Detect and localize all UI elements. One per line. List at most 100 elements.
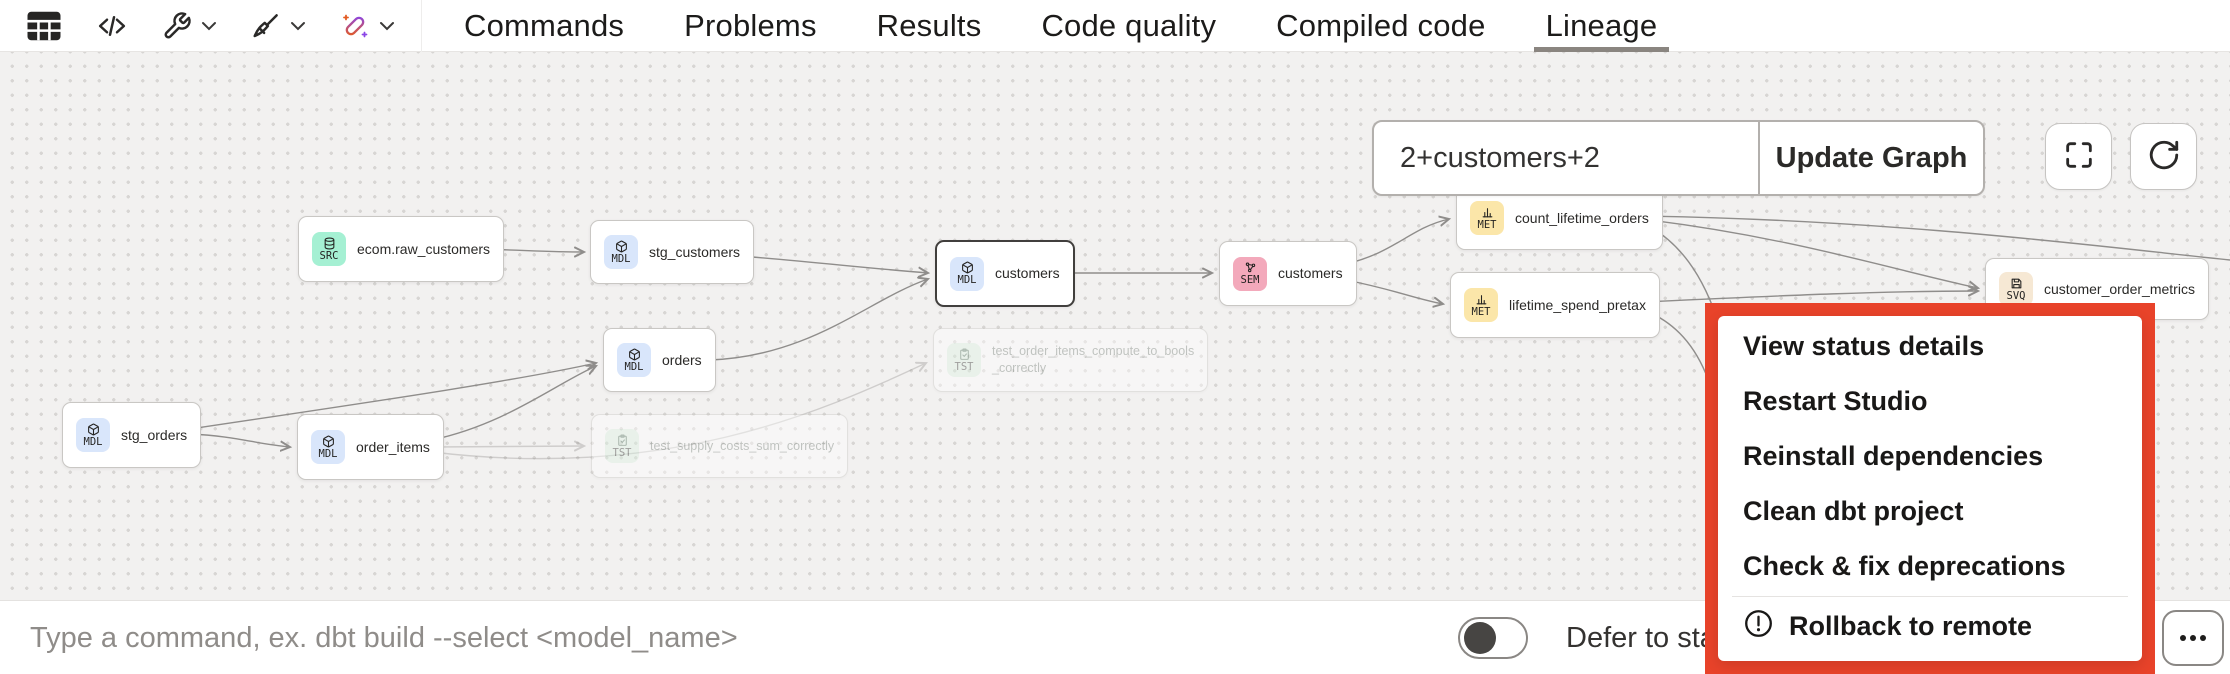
tab-compiled-code[interactable]: Compiled code [1276,0,1485,52]
clipboard-check-icon [958,348,971,361]
defer-toggle[interactable] [1458,617,1528,659]
menu-item-reinstall-dependencies[interactable]: Reinstall dependencies [1718,429,2142,484]
badge-label: MDL [83,435,103,448]
menu-item-restart-studio[interactable]: Restart Studio [1718,374,2142,429]
badge-label: MDL [624,360,644,373]
graph-selector: 2+customers+2 Update Graph [1372,120,1985,196]
menu-item-check-fix-deprecations[interactable]: Check & fix deprecations [1718,539,2142,594]
node-badge-sem: SEM [1233,256,1267,291]
edge-orders-to-customers_mdl [709,279,928,361]
fullscreen-button[interactable] [2045,123,2112,190]
tab-results[interactable]: Results [877,0,982,52]
lineage-node-stg_orders[interactable]: MDL stg_orders [62,402,202,468]
cube-icon [615,240,628,253]
badge-label: SVQ [2006,289,2026,302]
edge-order_items-to-test_order_items [431,363,926,460]
lineage-node-customers_sem[interactable]: SEM customers [1219,241,1357,306]
database-icon [323,237,336,250]
tab-commands[interactable]: Commands [464,0,624,52]
lineage-node-customers_mdl[interactable]: MDL customers [935,240,1075,307]
badge-label: MDL [957,274,977,286]
menu-item-label: Clean dbt project [1743,496,1964,526]
code-button[interactable] [96,11,128,41]
node-badge-svq: SVQ [1999,272,2033,306]
edge-order_items-to-orders [431,366,596,441]
code-icon [96,11,128,41]
node-badge-mdl: MDL [76,418,110,452]
node-label: test_order_items_compute_to_bools_correc… [992,344,1195,375]
badge-label: SRC [319,249,339,262]
node-label: customers [995,265,1060,281]
menu-divider [1732,596,2128,597]
lineage-node-lifetime_spend_pretax[interactable]: MET lifetime_spend_pretax [1450,272,1660,338]
edge-lifetime_spend_pretax-to-customer_order_metrics [1643,291,1978,303]
bar-chart-icon [1481,206,1494,219]
chevron-down-icon [201,21,217,31]
table-icon [26,10,62,42]
chevron-down-icon [290,21,306,31]
tab-code-quality[interactable]: Code quality [1041,0,1216,52]
graph-icon [1244,261,1257,274]
cube-icon [961,261,974,274]
update-graph-button[interactable]: Update Graph [1760,122,1983,194]
more-options-button[interactable] [2162,610,2224,666]
save-icon [2010,277,2023,290]
badge-label: MET [1471,305,1491,318]
lineage-edges [189,215,2230,523]
edge-count_lifetime_orders-to-customer_order_metrics [1640,218,1978,288]
node-label: customer_order_metrics [2044,280,2195,297]
fullscreen-icon [2062,138,2096,175]
menu-item-label: View status details [1743,331,1985,361]
node-label: lifetime_spend_pretax [1509,296,1646,313]
lineage-node-stg_customers[interactable]: MDL stg_customers [590,220,755,284]
bar-chart-icon [1475,293,1488,306]
cube-icon [322,435,335,448]
badge-label: MDL [318,447,338,460]
tab-lineage[interactable]: Lineage [1533,0,1670,52]
clipboard-check-icon [616,434,629,447]
badge-label: SEM [1240,274,1260,286]
toolbar-actions [0,0,421,52]
menu-item-label: Reinstall dependencies [1743,441,2044,471]
node-label: stg_orders [121,426,188,443]
table-button[interactable] [26,10,62,42]
command-input[interactable]: Type a command, ex. dbt build --select <… [30,621,738,654]
menu-item-label: Restart Studio [1743,386,1928,416]
broom-button[interactable] [251,11,306,41]
wrench-button[interactable] [162,11,217,41]
toggle-knob [1464,622,1496,654]
wand-button[interactable] [340,11,395,41]
defer-label: Defer to sta [1566,621,1716,654]
node-label: customers [1278,265,1343,281]
node-badge-mdl: MDL [950,256,984,291]
node-badge-met: MET [1464,288,1498,322]
lineage-node-count_lifetime_orders[interactable]: MET count_lifetime_orders [1456,186,1663,250]
tab-problems[interactable]: Problems [684,0,817,52]
refresh-graph-button[interactable] [2130,123,2197,190]
lineage-node-order_items[interactable]: MDL order_items [297,414,444,480]
menu-item-view-status-details[interactable]: View status details [1718,319,2142,374]
chevron-down-icon [379,21,395,31]
edge-stg_customers-to-customers_mdl [739,255,928,273]
selector-input[interactable]: 2+customers+2 [1374,122,1760,194]
node-badge-tst: TST [605,429,639,463]
menu-item-rollback-to-remote[interactable]: Rollback to remote [1718,599,2142,654]
lineage-node-orders[interactable]: MDL orders [603,328,716,392]
cube-icon [628,348,641,361]
lineage-node-customer_order_metrics[interactable]: SVQ customer_order_metrics [1985,258,2209,320]
node-label: stg_customers [649,243,741,260]
edge-order_items-to-test_supply [431,446,584,447]
wrench-icon [162,11,192,41]
lineage-node-test_order_items[interactable]: TST test_order_items_compute_to_bools_co… [933,328,1209,392]
menu-item-clean-dbt-project[interactable]: Clean dbt project [1718,484,2142,539]
lineage-node-raw_customers[interactable]: SRC ecom.raw_customers [298,216,505,282]
node-badge-src: SRC [312,232,346,266]
menu-item-label: Rollback to remote [1789,611,2033,641]
edge-customers_sem-to-count_lifetime_orders [1345,219,1449,265]
edge-offscreen-3 [1640,215,2230,261]
lineage-node-test_supply[interactable]: TST test_supply_costs_sum_correctly [591,414,849,478]
broom-icon [251,11,281,41]
edge-stg_orders-to-order_items [189,433,290,447]
